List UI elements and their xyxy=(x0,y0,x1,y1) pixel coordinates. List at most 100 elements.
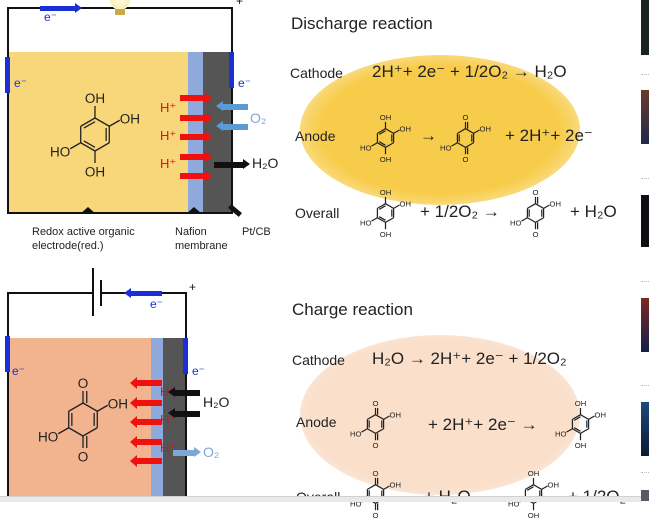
electron-label: e⁻ xyxy=(12,364,26,378)
separator xyxy=(641,74,649,75)
atom-label: HO xyxy=(360,218,372,227)
electrode-label: electrode(red.) xyxy=(32,240,104,252)
atom-label: O xyxy=(373,511,379,520)
proton-arrow xyxy=(130,416,162,428)
proton-label: H⁺ xyxy=(160,440,177,455)
separator xyxy=(641,178,649,179)
anode-products: + 2H⁺+ 2e⁻ xyxy=(505,126,593,145)
overall-label: Overall xyxy=(295,205,340,221)
pt-cb-catalyst xyxy=(163,338,185,501)
electron-up-arrow xyxy=(183,338,188,374)
atom-label: OH xyxy=(108,396,128,411)
dihydroxybenzoquinone-structure: O O OH HO xyxy=(440,113,491,164)
atom-label: O xyxy=(78,450,89,465)
atom-label: O xyxy=(463,155,469,164)
proton-arrow xyxy=(130,436,162,448)
water-label: H₂O xyxy=(252,155,279,171)
atom-label: HO xyxy=(440,143,452,152)
overall-equation-middle: + 1/2O₂ → xyxy=(420,202,500,221)
circuit-wire xyxy=(185,292,187,501)
atom-label: OH xyxy=(548,481,559,490)
light-bulb-icon xyxy=(110,0,130,10)
proton-arrow xyxy=(130,397,162,409)
separator xyxy=(641,385,649,386)
proton-arrow xyxy=(180,112,212,124)
circuit-wire xyxy=(231,7,233,214)
cathode-label: Cathode xyxy=(290,65,343,81)
water-label: H₂O xyxy=(203,394,230,410)
anode-label: Anode xyxy=(295,128,336,144)
highlight-ellipse xyxy=(300,335,580,495)
thumbnail[interactable] xyxy=(641,298,649,352)
electron-up-arrow xyxy=(5,57,10,93)
separator xyxy=(641,281,649,282)
cathode-label: Cathode xyxy=(292,352,345,368)
nafion-membrane xyxy=(188,52,203,213)
oxidized-electrode xyxy=(9,338,151,501)
atom-label: OH xyxy=(575,399,586,408)
electron-down-arrow xyxy=(229,52,234,88)
charge-title: Charge reaction xyxy=(292,300,413,319)
atom-label: OH xyxy=(380,188,391,197)
electron-label: e⁻ xyxy=(192,364,206,378)
atom-label: O xyxy=(373,399,379,408)
thumbnail[interactable] xyxy=(641,0,649,55)
atom-label: OH xyxy=(550,200,561,209)
pointer-arrow-icon xyxy=(80,207,96,214)
atom-label: OH xyxy=(380,155,391,164)
circuit-wire xyxy=(7,292,93,294)
thumbnail[interactable] xyxy=(641,402,649,456)
horizontal-scrollbar[interactable] xyxy=(0,496,641,502)
reaction-arrow: → xyxy=(420,126,437,145)
oxygen-label: O₂ xyxy=(250,110,267,126)
separator xyxy=(641,472,649,473)
thumbnail[interactable] xyxy=(641,490,649,501)
circuit-wire xyxy=(7,292,9,501)
proton-arrow xyxy=(180,92,212,104)
battery-icon xyxy=(100,280,102,306)
atom-label: HO xyxy=(50,144,70,159)
electron-label: e⁻ xyxy=(44,10,58,24)
thumbnail[interactable] xyxy=(641,90,649,144)
catalyst-label: Pt/CB xyxy=(242,226,271,238)
proton-arrow xyxy=(130,377,162,389)
proton-label: H⁺ xyxy=(160,128,177,143)
anode-label: Anode xyxy=(296,414,337,430)
electron-down-arrow xyxy=(5,336,10,372)
positive-terminal-label: + xyxy=(189,280,197,294)
membrane-label: membrane xyxy=(175,240,228,252)
atom-label: HO xyxy=(38,429,58,444)
atom-label: O xyxy=(463,113,469,122)
proton-label: H⁺ xyxy=(160,156,177,171)
oxygen-arrow xyxy=(216,121,248,131)
discharge-title: Discharge reaction xyxy=(291,14,433,33)
overall-equation-end: + H₂O xyxy=(570,202,617,221)
atom-label: HO xyxy=(555,429,567,438)
atom-label: OH xyxy=(528,469,539,478)
atom-label: O xyxy=(373,469,379,478)
atom-label: OH xyxy=(390,481,401,490)
oxygen-label: O₂ xyxy=(203,444,220,460)
pointer-arrow-icon xyxy=(186,207,202,214)
proton-arrow xyxy=(130,455,162,467)
thumbnail[interactable] xyxy=(641,195,649,247)
atom-label: OH xyxy=(380,230,391,239)
oxygen-arrow xyxy=(216,101,248,111)
electron-label: e⁻ xyxy=(150,297,164,311)
electron-flow-arrow xyxy=(124,288,162,298)
battery-icon xyxy=(92,268,94,316)
atom-label: HO xyxy=(360,143,372,152)
atom-label: OH xyxy=(120,111,140,126)
proton-label: H⁺ xyxy=(160,100,177,115)
atom-label: OH xyxy=(595,411,606,420)
atom-label: OH xyxy=(380,113,391,122)
atom-label: OH xyxy=(480,125,491,134)
highlight-ellipse xyxy=(300,55,580,205)
